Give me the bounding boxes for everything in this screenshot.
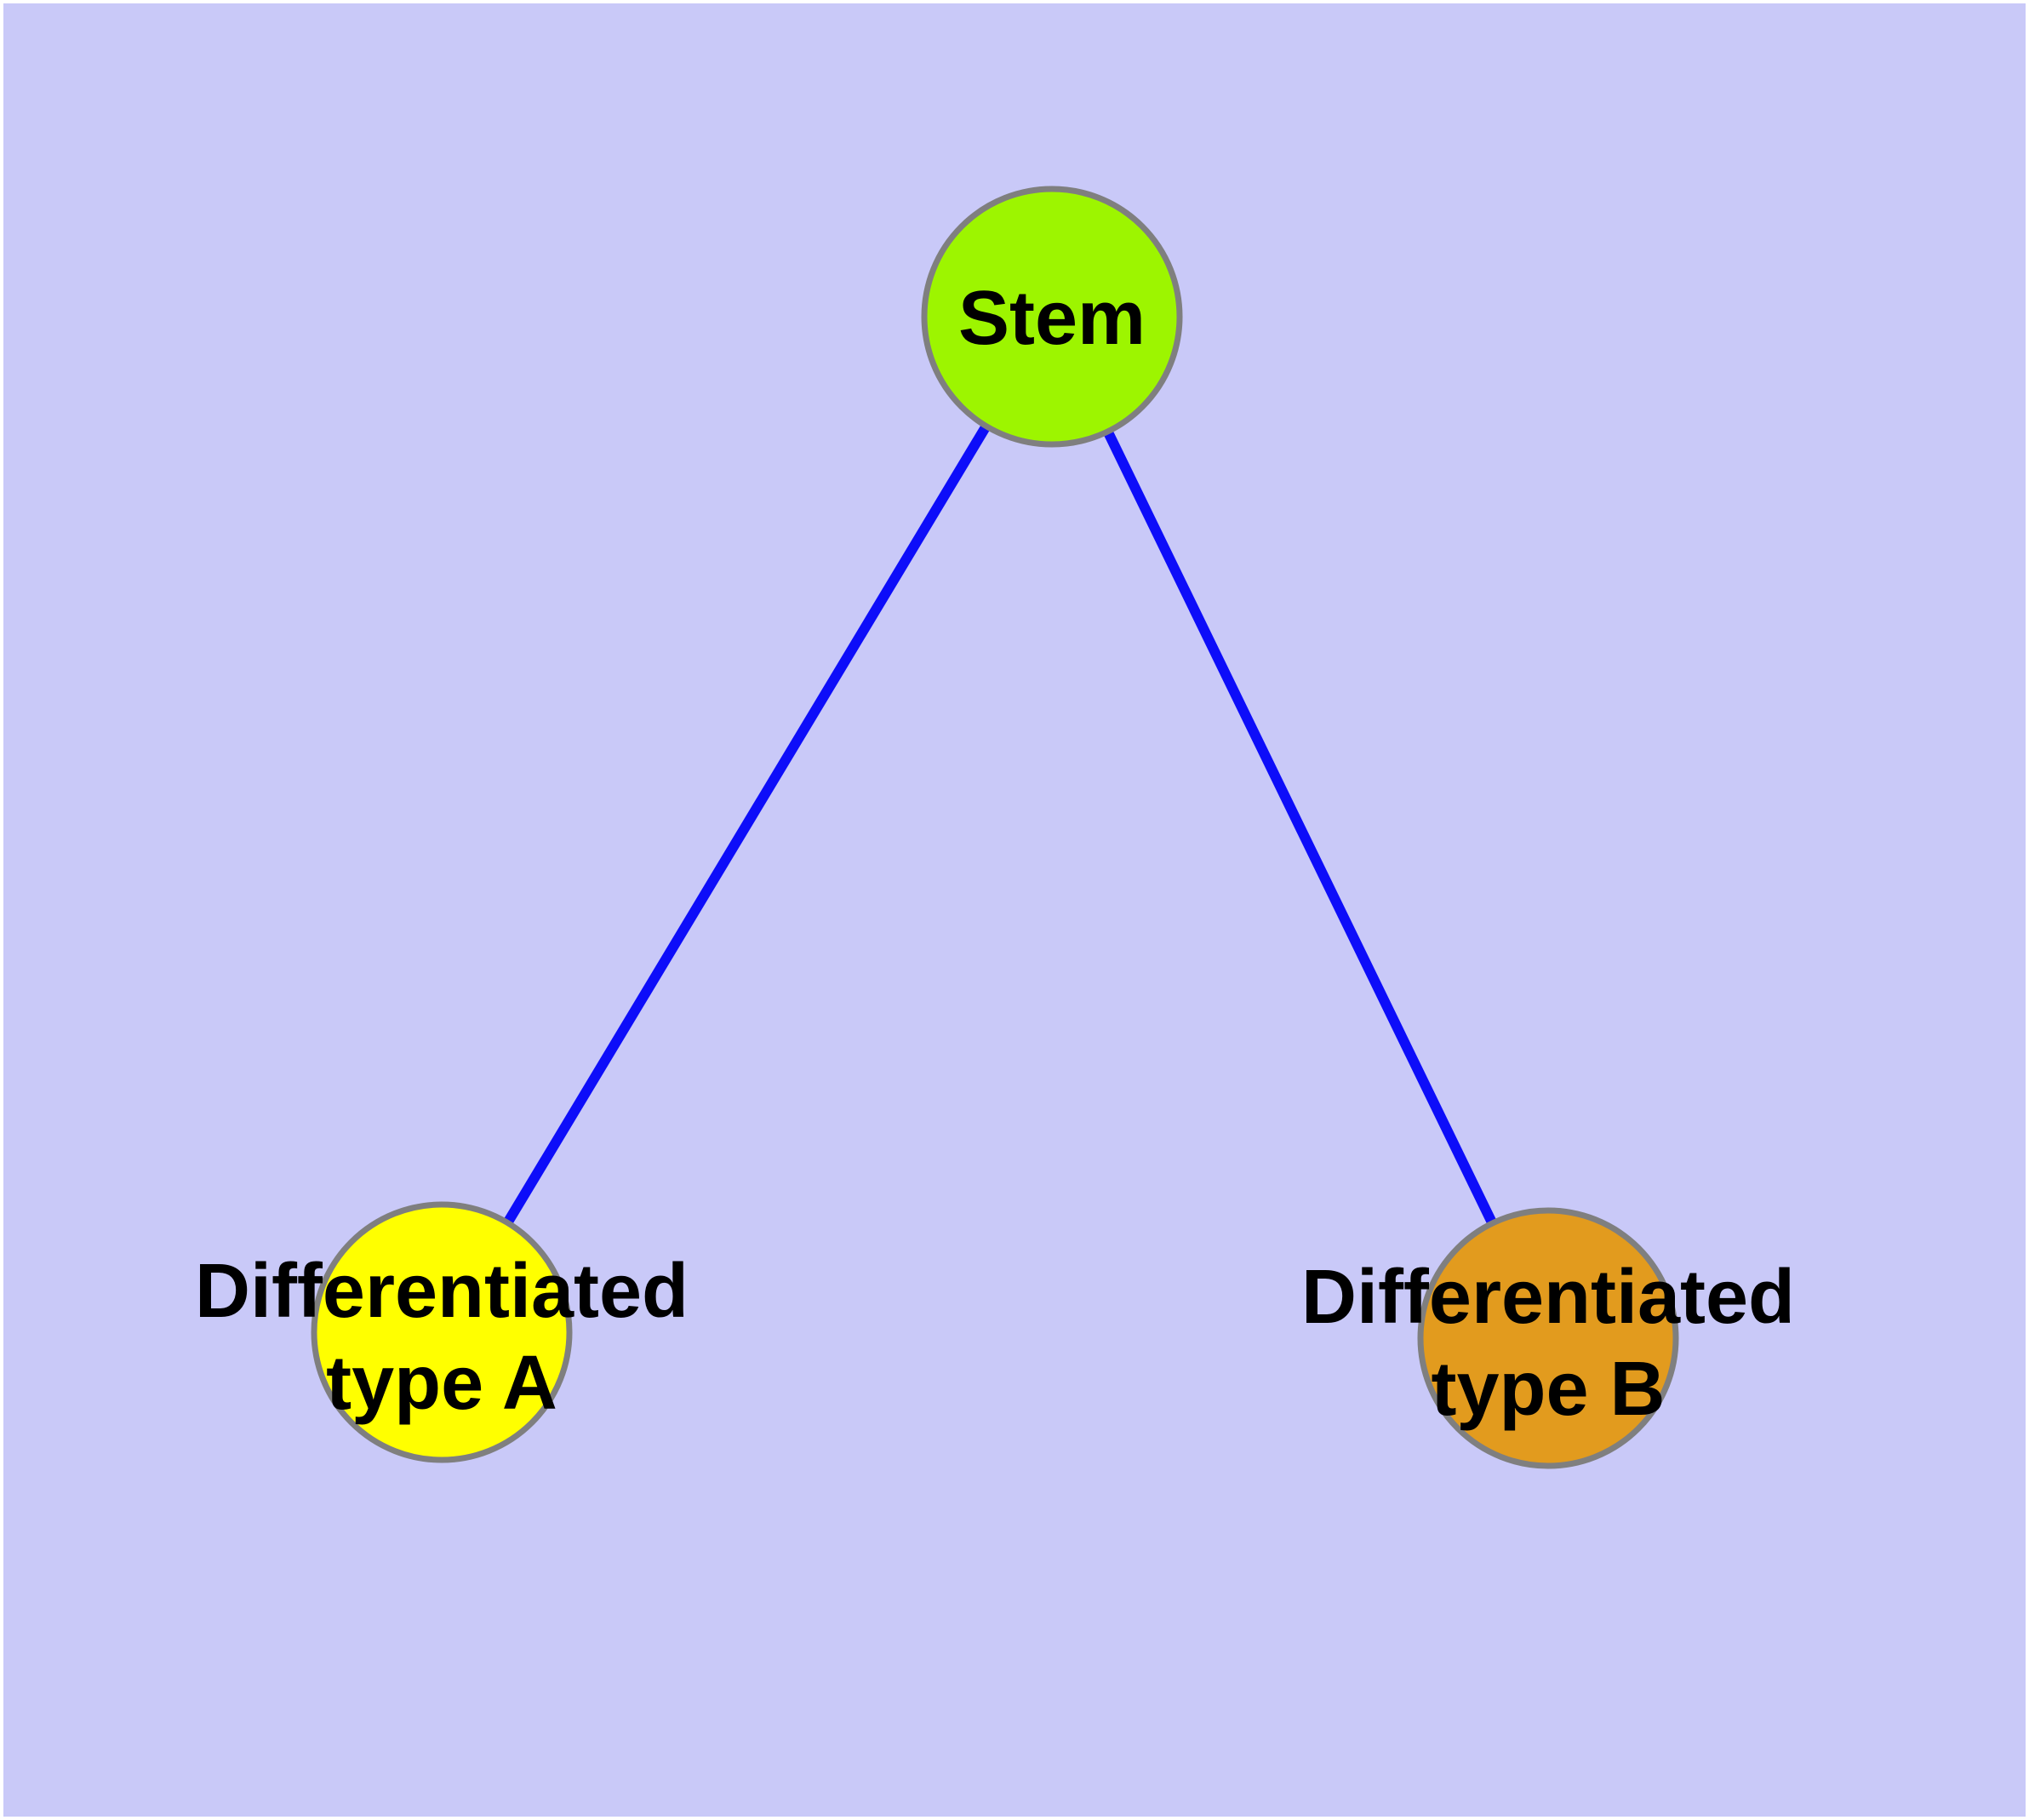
node-label-differentiated-type-a-line1: Differentiated [195, 1249, 689, 1334]
node-label-differentiated-type-b-line2: type B [1431, 1347, 1665, 1432]
node-label-stem-line1: Stem [958, 276, 1146, 361]
edge-stem-to-differentiated-type-a [437, 313, 1057, 1336]
node-stem [921, 186, 1183, 448]
node-differentiated-type-a [311, 1201, 573, 1463]
edge-stem-to-differentiated-type-b [1047, 314, 1553, 1341]
node-label-differentiated-type-b-line1: Differentiated [1301, 1255, 1795, 1340]
node-differentiated-type-b [1417, 1207, 1679, 1469]
node-label-differentiated-type-a-line2: type A [326, 1341, 557, 1426]
